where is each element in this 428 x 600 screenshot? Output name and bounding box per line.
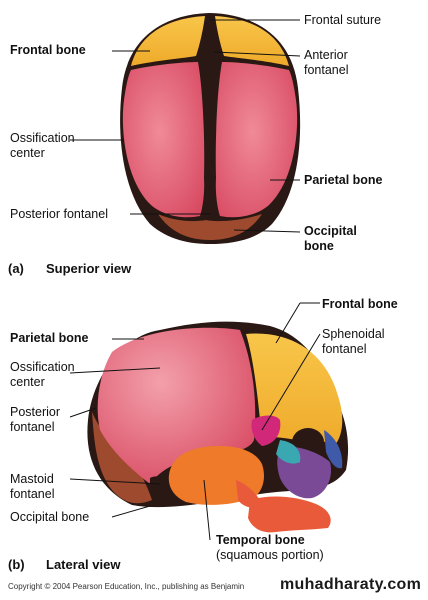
label-posterior-lat-line2: fontanel — [10, 420, 55, 434]
label-sphenoidal-line2: fontanel — [322, 342, 367, 356]
panel-a-title: Superior view — [46, 261, 132, 276]
lateral-mastoid-fontanel — [150, 476, 168, 494]
lateral-sphenoid — [251, 415, 281, 446]
lateral-mandible-ramus — [236, 480, 262, 508]
lateral-nasal-bone — [324, 430, 343, 469]
superior-parietal-right — [215, 62, 298, 218]
label-occipital-line1: Occipital — [304, 224, 357, 238]
panel-b-caption: (b) Lateral view — [8, 557, 120, 572]
label-ossification-line1: Ossification — [10, 131, 75, 145]
label-posterior-lat-line1: Posterior — [10, 405, 61, 419]
label-mastoid-line1: Mastoid — [10, 472, 54, 486]
label-posterior-fontanel-lateral: Posterior fontanel — [10, 405, 60, 435]
superior-frontal-bone — [131, 16, 205, 66]
lateral-leader-lines — [69, 302, 321, 541]
label-anterior-fontanel: Anterior fontanel — [304, 48, 348, 78]
label-frontal-bone-superior: Frontal bone — [10, 43, 86, 57]
label-temporal-line2: (squamous portion) — [216, 548, 324, 562]
label-mastoid-fontanel: Mastoid fontanel — [10, 472, 54, 502]
copyright-text: Copyright © 2004 Pearson Education, Inc.… — [8, 582, 245, 591]
label-parietal-bone-superior: Parietal bone — [304, 173, 383, 187]
superior-frontal-bone-right — [215, 16, 289, 66]
label-frontal-suture: Frontal suture — [304, 13, 382, 27]
label-sphenoidal-fontanel: Sphenoidal fontanel — [322, 327, 385, 357]
lateral-mandible — [248, 496, 331, 533]
label-occipital-line2: bone — [304, 239, 334, 253]
watermark-logo: muhadharaty.com — [280, 576, 422, 593]
label-ossification-line2: center — [10, 146, 45, 160]
label-ossification-lat-line2: center — [10, 375, 45, 389]
label-parietal-bone-lateral: Parietal bone — [10, 331, 89, 345]
label-occipital-bone-superior: Occipital bone — [304, 224, 357, 254]
label-frontal-bone-lateral: Frontal bone — [322, 297, 398, 311]
panel-a-caption: (a) Superior view — [8, 261, 131, 276]
superior-occipital-bone — [158, 214, 262, 240]
superior-leader-lines — [70, 19, 301, 233]
label-ossification-lat-line1: Ossification — [10, 360, 75, 374]
superior-skull — [120, 13, 301, 244]
label-ossification-center-lateral: Ossification center — [10, 360, 75, 390]
lateral-zygomatic — [276, 440, 301, 464]
label-temporal-bone: Temporal bone (squamous portion) — [216, 533, 324, 563]
superior-parietal-left — [122, 62, 205, 218]
label-occipital-bone-lateral: Occipital bone — [10, 510, 90, 524]
lateral-parietal-bone — [97, 327, 256, 484]
label-posterior-fontanel-superior: Posterior fontanel — [10, 207, 108, 221]
panel-a-letter: (a) — [8, 261, 24, 276]
label-anterior-fontanel-line2: fontanel — [304, 63, 349, 77]
lateral-skull — [87, 321, 349, 533]
label-anterior-fontanel-line1: Anterior — [304, 48, 348, 62]
label-mastoid-line2: fontanel — [10, 487, 55, 501]
panel-b-letter: (b) — [8, 557, 25, 572]
label-ossification-center-superior: Ossification center — [10, 131, 75, 161]
panel-b-title: Lateral view — [46, 557, 121, 572]
label-sphenoidal-line1: Sphenoidal — [322, 327, 385, 341]
label-temporal-line1: Temporal bone — [216, 533, 305, 547]
